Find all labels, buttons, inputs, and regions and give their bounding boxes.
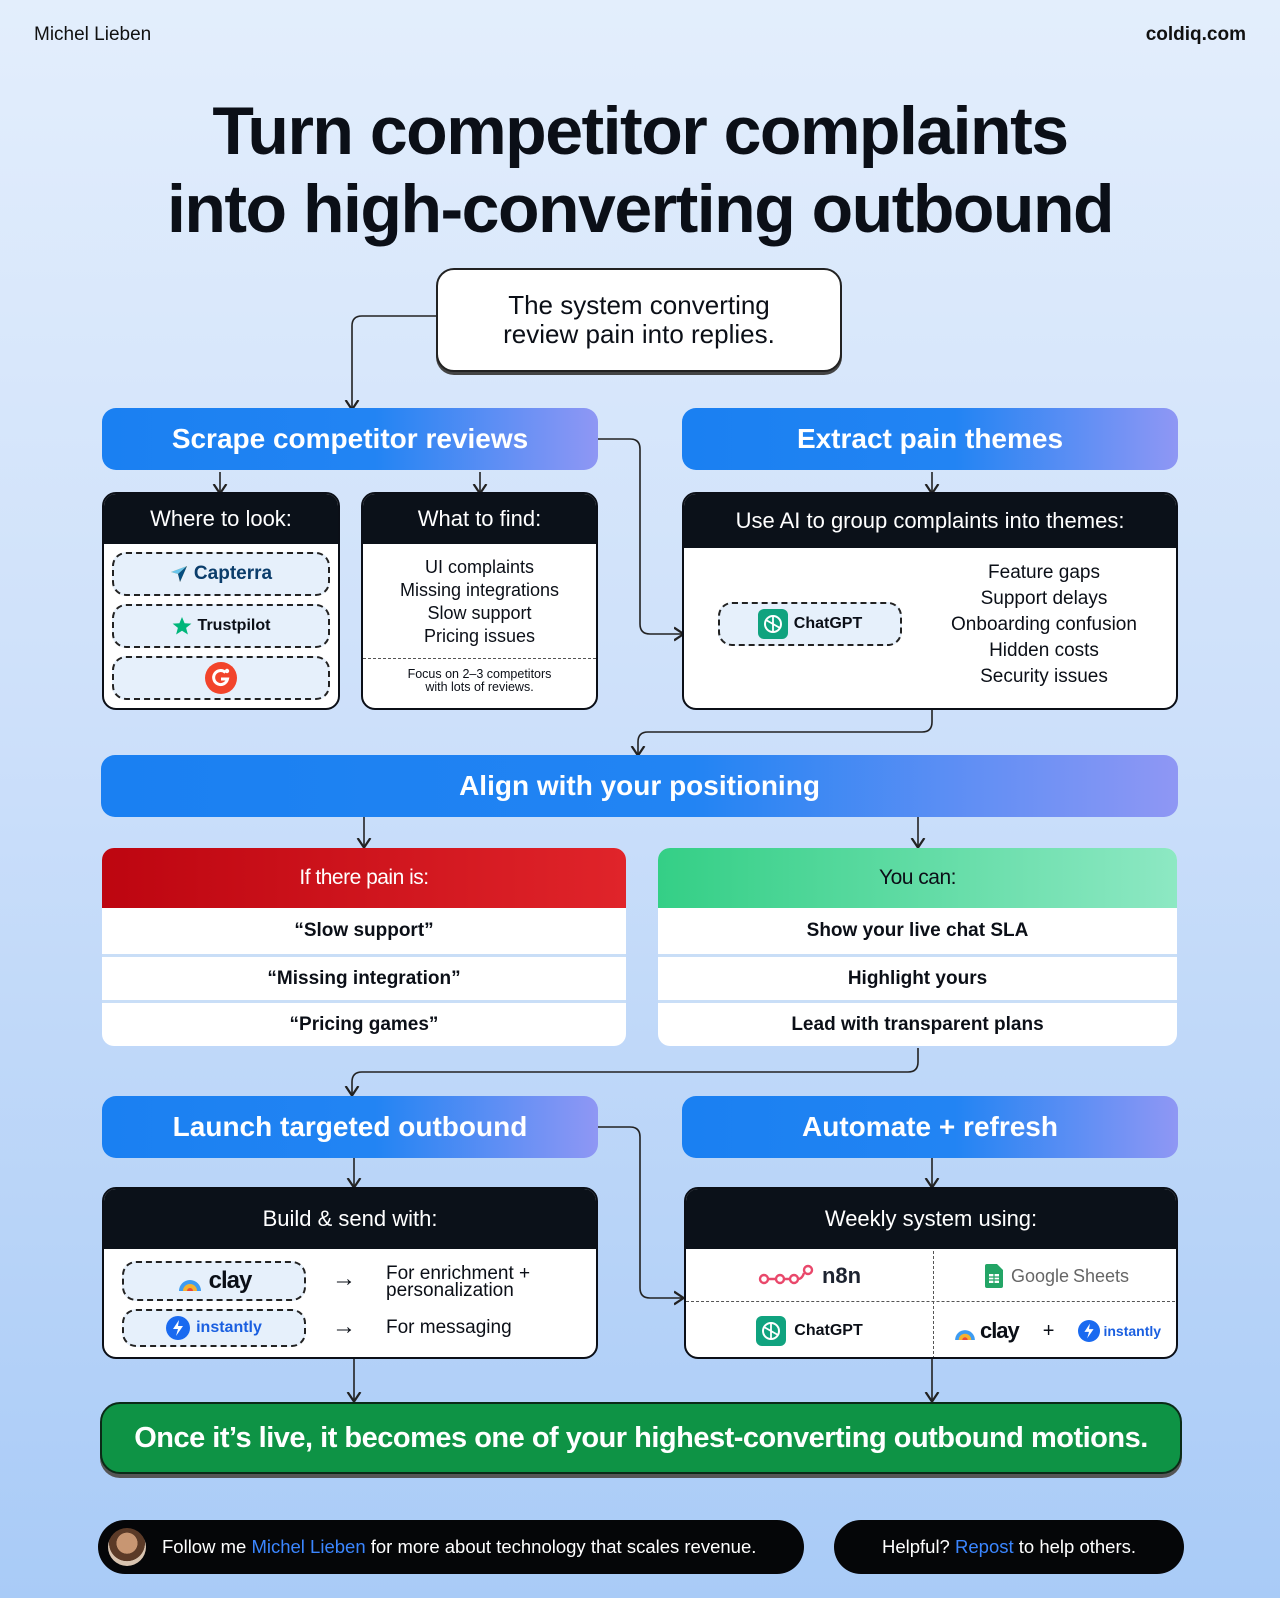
clay-purpose-line-2: personalization [386, 1280, 514, 1301]
g2-pill [112, 656, 330, 700]
list-item: Missing integrations [399, 580, 560, 600]
table-row: Lead with transparent plans [658, 1000, 1177, 1046]
chatgpt-icon [756, 1316, 787, 1346]
follow-bar: Follow me Michel Lieben for more about t… [98, 1520, 804, 1574]
list-item: Hidden costs [989, 640, 1099, 661]
follow-prefix: Follow me [162, 1536, 247, 1557]
stage-extract-themes: Extract pain themes [682, 408, 1178, 470]
chatgpt-label: ChatGPT [793, 615, 863, 632]
stage-launch-outbound: Launch targeted outbound [102, 1096, 598, 1158]
instantly-purpose: For messaging [386, 1317, 512, 1338]
sheets-label: Sheets [1073, 1265, 1130, 1286]
list-item: UI complaints [424, 557, 535, 577]
list-item: Slow support [427, 603, 532, 623]
clay-instantly-cell: clay + instantly [934, 1303, 1176, 1357]
chatgpt-cell: ChatGPT [686, 1303, 933, 1357]
instantly-pill: instantly [122, 1309, 306, 1347]
n8n-cell: n8n [686, 1251, 933, 1301]
table-row: “Pricing games” [102, 1000, 626, 1046]
clay-logo-icon [955, 1330, 975, 1340]
plus-sign: + [1042, 1319, 1055, 1342]
what-to-find-card: What to find: UI complaints Missing inte… [361, 492, 598, 710]
chatgpt-pill: ChatGPT [718, 602, 902, 646]
instantly-label: instantly [1103, 1323, 1162, 1339]
build-send-card: Build & send with: clay instantly → For … [102, 1187, 598, 1359]
title-line-1: Turn competitor complaints [212, 93, 1069, 169]
n8n-logo-icon [758, 1264, 814, 1285]
clay-logo: clay [953, 1318, 1020, 1344]
trustpilot-label: Trustpilot [197, 617, 271, 634]
clay-logo-icon [178, 1280, 201, 1291]
focus-note-line-2: with lots of reviews. [425, 680, 534, 694]
clay-purpose: For enrichment + personalization [386, 1263, 531, 1301]
help-suffix: to help others. [1018, 1536, 1137, 1557]
instantly-label: instantly [196, 1319, 262, 1336]
site-url[interactable]: coldiq.com [1145, 24, 1246, 45]
g2-logo-icon [205, 662, 237, 694]
focus-note: Focus on 2–3 competitors with lots of re… [363, 658, 596, 694]
follow-suffix: for more about technology that scales re… [370, 1536, 757, 1557]
where-to-look-card: Where to look: Capterra Trustpilot [102, 492, 340, 710]
n8n-label: n8n [821, 1263, 862, 1288]
build-send-head: Build & send with: [104, 1189, 596, 1249]
clay-label: clay [208, 1267, 253, 1294]
instantly-logo-icon [1078, 1320, 1101, 1342]
google-sheets-cell: Google Sheets [934, 1251, 1176, 1301]
google-sheets-icon [984, 1264, 1003, 1288]
stage-automate-refresh: Automate + refresh [682, 1096, 1178, 1158]
final-banner: Once it’s live, it becomes one of your h… [100, 1402, 1182, 1474]
table-row: “Slow support” [294, 920, 434, 941]
avatar [108, 1528, 146, 1566]
grid-divider-horizontal [686, 1301, 1176, 1302]
follow-name-link[interactable]: Michel Lieben [251, 1536, 366, 1557]
capterra-label: Capterra [193, 563, 273, 584]
clay-purpose-line-1: For enrichment + [386, 1263, 531, 1284]
list-item: Security issues [980, 666, 1108, 687]
arrow-icon: → [332, 1265, 356, 1292]
chatgpt-label: ChatGPT [794, 1322, 863, 1339]
themes-card: Use AI to group complaints into themes: … [682, 492, 1178, 710]
focus-note-line-1: Focus on 2–3 competitors [407, 667, 552, 681]
title-line-2: into high-converting outbound [166, 171, 1115, 247]
list-item: Onboarding confusion [951, 614, 1137, 635]
clay-label: clay [979, 1318, 1020, 1343]
instantly-logo-icon [166, 1316, 191, 1340]
table-row: Show your live chat SLA [806, 920, 1029, 941]
table-row: Highlight yours [658, 954, 1177, 1000]
pain-table: If there pain is: “Slow support” “Missin… [102, 848, 626, 1046]
you-can-table-head: You can: [658, 848, 1177, 908]
list-item: Feature gaps [988, 562, 1100, 583]
help-prefix: Helpful? [881, 1536, 950, 1557]
what-to-find-head: What to find: [363, 494, 596, 544]
chatgpt-icon [757, 609, 788, 639]
trustpilot-pill: Trustpilot [112, 604, 330, 648]
themes-list: Feature gaps Support delays Onboarding c… [924, 560, 1164, 690]
intro-box: The system converting review pain into r… [436, 268, 842, 372]
list-item: Support delays [980, 588, 1108, 609]
clay-pill: clay [122, 1261, 306, 1301]
capterra-pill: Capterra [112, 552, 330, 596]
weekly-system-card: Weekly system using: n8n Google Sheets C… [684, 1187, 1178, 1359]
list-item: Pricing issues [423, 626, 536, 646]
you-can-table: You can: Show your live chat SLA Highlig… [658, 848, 1177, 1046]
author-name: Michel Lieben [34, 24, 152, 45]
stage-scrape-reviews: Scrape competitor reviews [102, 408, 598, 470]
instantly-logo: instantly [1078, 1320, 1161, 1342]
stage-align-positioning: Align with your positioning [101, 755, 1178, 817]
grid-divider-vertical [933, 1251, 934, 1357]
repost-link[interactable]: Repost [955, 1536, 1014, 1557]
themes-head: Use AI to group complaints into themes: [684, 494, 1176, 548]
star-icon [172, 617, 191, 635]
page-title: Turn competitor complaints into high-con… [0, 92, 1280, 248]
capterra-icon [170, 566, 187, 582]
what-to-find-list: UI complaints Missing integrations Slow … [363, 544, 596, 648]
pain-table-head: If there pain is: [102, 848, 626, 908]
repost-bar: Helpful? Repost to help others. [834, 1520, 1184, 1574]
google-label: Google [1010, 1265, 1069, 1286]
table-row: “Missing integration” [102, 954, 626, 1000]
where-to-look-head: Where to look: [104, 494, 338, 544]
weekly-system-head: Weekly system using: [686, 1189, 1176, 1249]
arrow-icon: → [332, 1313, 356, 1340]
